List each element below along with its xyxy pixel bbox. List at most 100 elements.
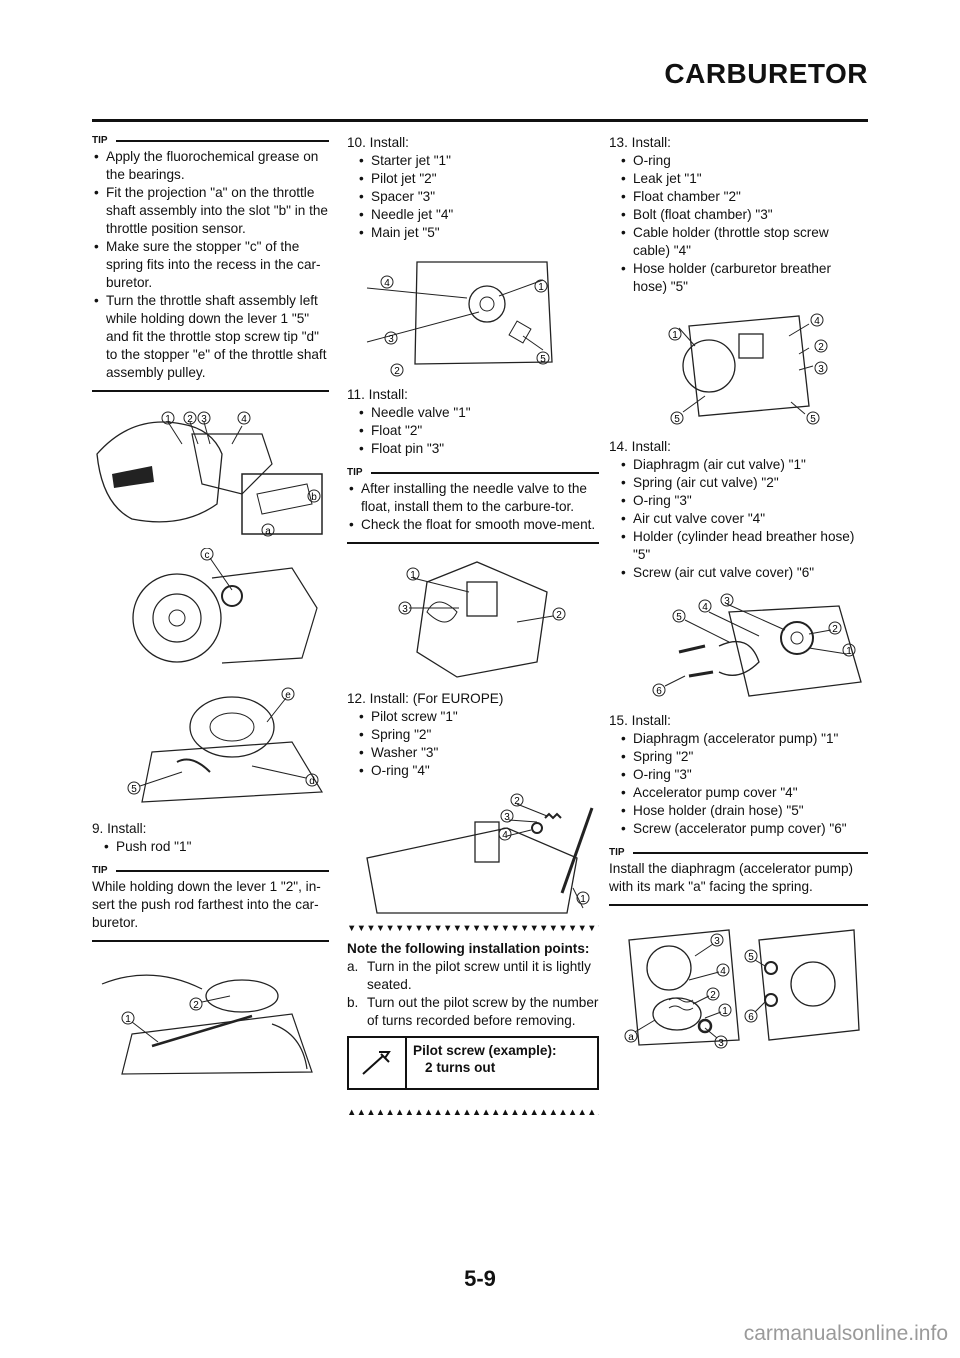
callout: 3: [724, 596, 730, 607]
step-item: Holder (cylinder head breather hose) "5": [619, 528, 868, 564]
callout: 4: [814, 316, 820, 327]
step-title: 15. Install:: [609, 713, 671, 728]
step-item: O-ring: [619, 152, 868, 170]
column-1: TIP Apply the fluorochemical grease on t…: [92, 134, 329, 1080]
step-item: Push rod "1": [102, 838, 329, 856]
step-item: Washer "3": [357, 744, 599, 762]
tip-box-1: TIP Apply the fluorochemical grease on t…: [92, 134, 329, 392]
callout: 5: [674, 414, 680, 425]
watermark: carmanualsonline.info: [743, 1322, 948, 1345]
callout: 2: [394, 366, 400, 377]
callout: 1: [846, 646, 852, 657]
step-12: 12. Install: (For EUROPE) Pilot screw "1…: [347, 690, 599, 780]
callout: 4: [720, 966, 726, 977]
callout: 1: [410, 570, 416, 581]
step-11: 11. Install: Needle valve "1" Float "2" …: [347, 386, 599, 458]
spec-value: 2 turns out: [425, 1060, 496, 1075]
step-item: Float "2": [357, 422, 599, 440]
figure-throttle-stop-screw: e 5 d: [92, 682, 329, 808]
callout: 2: [187, 414, 193, 425]
tip-item: Turn the throttle shaft assembly left wh…: [92, 292, 329, 382]
step-13: 13. Install: O-ring Leak jet "1" Float c…: [609, 134, 868, 296]
step-item: Spring "2": [357, 726, 599, 744]
tip-item: Fit the projection "a" on the throttle s…: [92, 184, 329, 238]
wrench-icon: [349, 1038, 407, 1088]
step-item: Hose holder (carburetor breather hose) "…: [619, 260, 868, 296]
step-9: 9. Install: Push rod "1": [92, 820, 329, 856]
step-item: Float pin "3": [357, 440, 599, 458]
callout: 5: [540, 354, 546, 365]
step-title: 11. Install:: [347, 387, 408, 402]
step-item: Pilot screw "1": [357, 708, 599, 726]
figure-spring-stopper: c: [92, 548, 329, 676]
step-14: 14. Install: Diaphragm (air cut valve) "…: [609, 438, 868, 582]
callout: 2: [556, 610, 562, 621]
step-item: O-ring "4": [357, 762, 599, 780]
tip-label: TIP: [92, 865, 108, 876]
tip-item: Apply the fluorochemical grease on the b…: [92, 148, 329, 184]
step-15: 15. Install: Diaphragm (accelerator pump…: [609, 712, 868, 838]
callout: 6: [656, 686, 662, 697]
tip-item: After installing the needle valve to the…: [347, 480, 599, 516]
step-10: 10. Install: Starter jet "1" Pilot jet "…: [347, 134, 599, 242]
notes-title: Note the following installation points:: [347, 941, 590, 956]
alpha-item: a.Turn in the pilot screw until it is li…: [347, 959, 591, 992]
step-item: Float chamber "2": [619, 188, 868, 206]
step-item: Pilot jet "2": [357, 170, 599, 188]
figure-pilot-screw: 2 3 4 1: [347, 788, 599, 914]
tip-text: Install the diaphragm (accelerator pump)…: [609, 861, 854, 894]
step-item: Screw (air cut valve cover) "6": [619, 564, 868, 582]
alpha-item: b.Turn out the pilot screw by the number…: [347, 995, 599, 1028]
callout: 1: [722, 1006, 728, 1017]
callout: 1: [165, 414, 171, 425]
column-3: 13. Install: O-ring Leak jet "1" Float c…: [609, 134, 868, 1050]
callout: 6: [748, 1012, 754, 1023]
step-item: Cable holder (throttle stop screw cable)…: [619, 224, 868, 260]
step-title: 9. Install:: [92, 821, 147, 836]
tip-item: Make sure the stopper "c" of the spring …: [92, 238, 329, 292]
procedure-end-marker: ▲▲▲▲▲▲▲▲▲▲▲▲▲▲▲▲▲▲▲▲▲▲▲▲▲▲▲: [347, 1108, 599, 1118]
callout: e: [285, 690, 291, 701]
callout: 5: [810, 414, 816, 425]
step-item: Hose holder (drain hose) "5": [619, 802, 868, 820]
tip-label: TIP: [92, 135, 108, 146]
step-title: 13. Install:: [609, 135, 671, 150]
callout: 5: [131, 784, 137, 795]
callout: 4: [702, 602, 708, 613]
step-item: Diaphragm (air cut valve) "1": [619, 456, 868, 474]
step-item: Starter jet "1": [357, 152, 599, 170]
step-item: Leak jet "1": [619, 170, 868, 188]
column-2: 10. Install: Starter jet "1" Pilot jet "…: [347, 134, 599, 1118]
step-item: Screw (accelerator pump cover) "6": [619, 820, 868, 838]
figure-accelerator-pump: 3 4 2 1 a 3 5 6: [609, 920, 868, 1050]
procedure-start-marker: ▼▼▼▼▼▼▼▼▼▼▼▼▼▼▼▼▼▼▼▼▼▼▼▼▼▼▼: [347, 924, 599, 934]
step-item: Spacer "3": [357, 188, 599, 206]
tip-box-3: TIP After installing the needle valve to…: [347, 466, 599, 544]
callout: 2: [710, 990, 716, 1001]
callout: 2: [818, 342, 824, 353]
spec-box: Pilot screw (example): 2 turns out: [347, 1036, 599, 1090]
step-item: O-ring "3": [619, 766, 868, 784]
page-title: CARBURETOR: [664, 58, 868, 89]
step-item: Air cut valve cover "4": [619, 510, 868, 528]
callout: b: [311, 492, 317, 503]
callout: 4: [384, 278, 390, 289]
step-item: Diaphragm (accelerator pump) "1": [619, 730, 868, 748]
callout: d: [309, 776, 315, 787]
figure-jets: 4 1 3 2 5: [347, 252, 599, 378]
callout: 3: [818, 364, 824, 375]
callout: a: [265, 526, 271, 537]
callout: 5: [676, 612, 682, 623]
callout: 1: [538, 282, 544, 293]
step-item: Needle valve "1": [357, 404, 599, 422]
tip-text: While holding down the lever 1 "2", in-s…: [92, 879, 321, 930]
callout: 2: [832, 624, 838, 635]
callout: 2: [193, 1000, 199, 1011]
tip-box-2: TIP While holding down the lever 1 "2", …: [92, 864, 329, 942]
step-title: 10. Install:: [347, 135, 409, 150]
callout: c: [205, 550, 210, 561]
tip-box-4: TIP Install the diaphragm (accelerator p…: [609, 846, 868, 906]
step-item: Spring (air cut valve) "2": [619, 474, 868, 492]
spec-name: Pilot screw (example):: [413, 1043, 557, 1058]
figure-throttle-shaft: 1 2 3 4 b a: [92, 404, 329, 542]
